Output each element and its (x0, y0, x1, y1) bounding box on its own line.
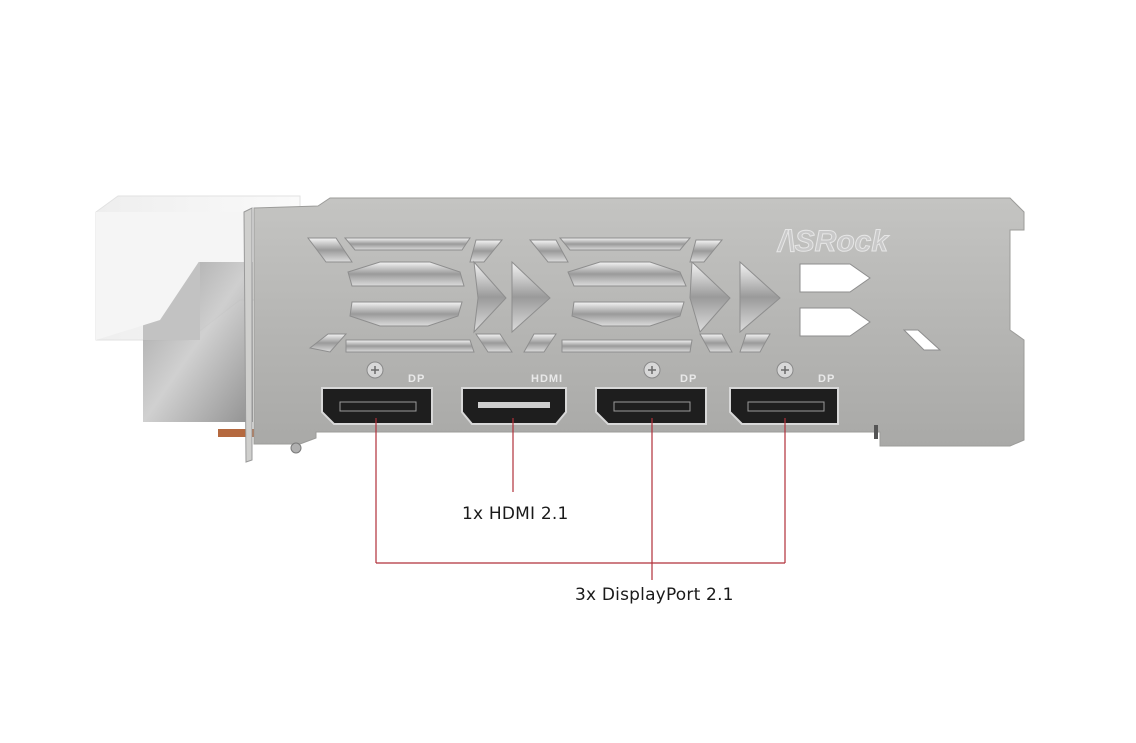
brand-logo: /\SRock (776, 225, 889, 258)
port-tag-dp2: DP (680, 373, 697, 385)
displayport-callout-label: 3x DisplayPort 2.1 (575, 585, 734, 605)
vent-cutouts (307, 237, 942, 353)
screw-icons (290, 361, 878, 454)
displayport-3 (729, 387, 839, 425)
port-tag-dp1: DP (408, 373, 425, 385)
displayport-2 (595, 387, 707, 425)
hdmi-callout-label: 1x HDMI 2.1 (462, 504, 569, 524)
hdmi-port (461, 387, 567, 425)
callout-lines (375, 418, 786, 580)
displayport-1 (321, 387, 433, 425)
port-tag-dp3: DP (818, 373, 835, 385)
bracket-edge (243, 207, 253, 463)
copper-heatpipe (218, 429, 266, 437)
port-tag-hdmi: HDMI (531, 373, 563, 385)
